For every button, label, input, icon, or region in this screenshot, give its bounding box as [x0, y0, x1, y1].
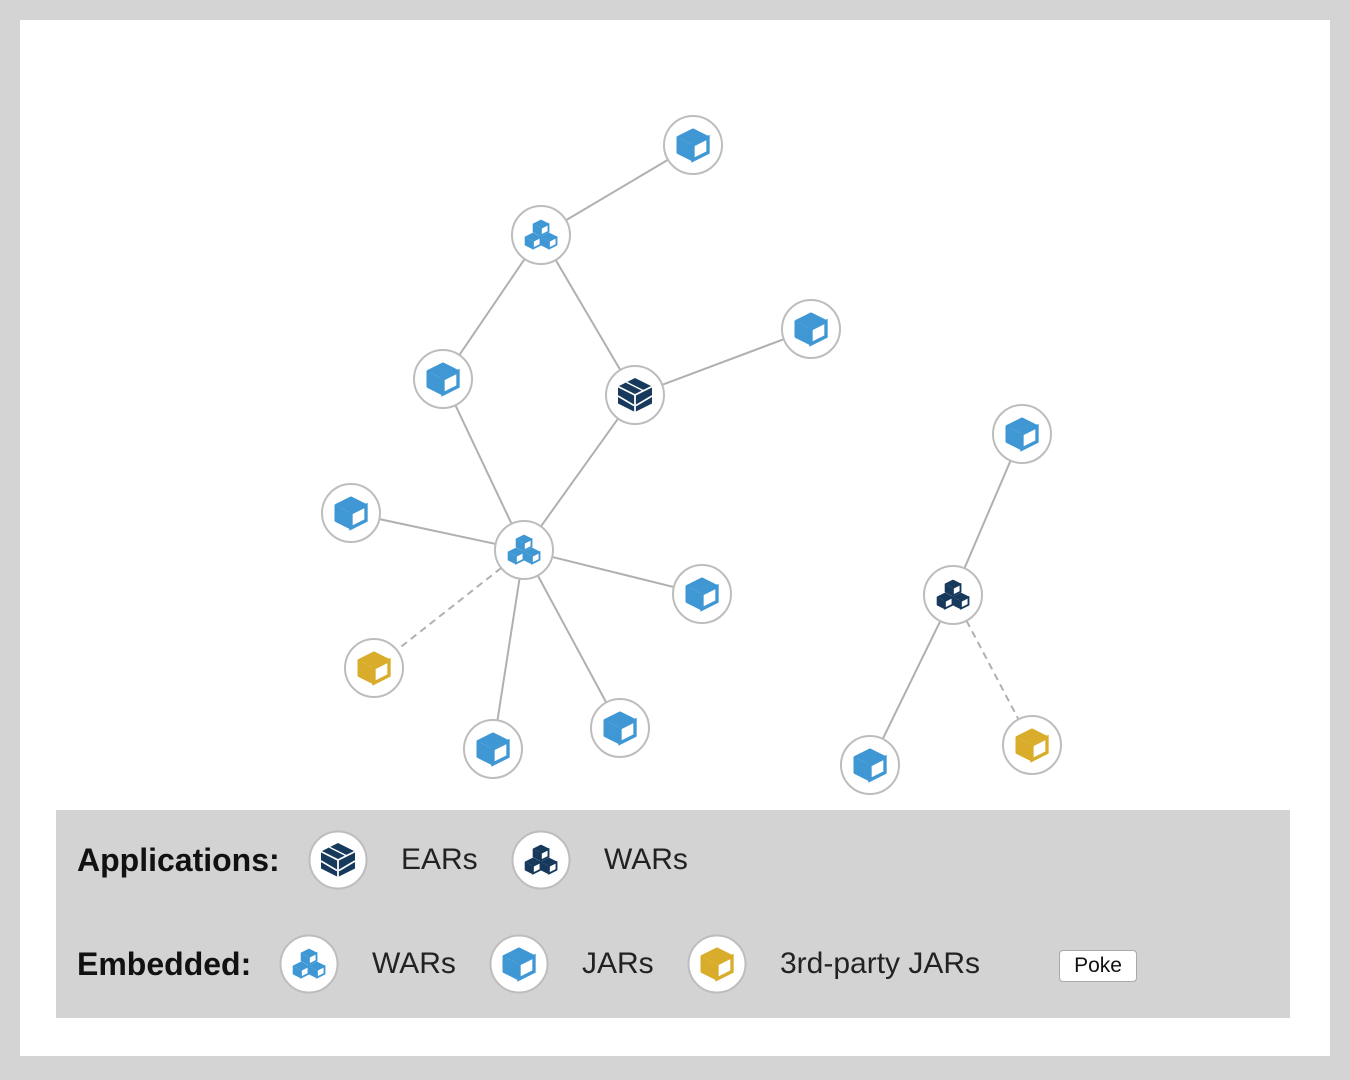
cubes-icon — [507, 534, 541, 565]
ear-legend-icon — [308, 830, 368, 890]
third-party-jar-legend-icon — [687, 934, 747, 994]
node-n6-jar[interactable] — [321, 483, 381, 543]
cube-icon — [1005, 417, 1039, 452]
link-n3-n7 — [454, 404, 513, 525]
link-n2-n4 — [554, 259, 622, 371]
legend-jar-label: JARs — [582, 947, 654, 980]
node-n1-jar[interactable] — [663, 115, 723, 175]
links-layer — [379, 158, 1020, 740]
poke-button[interactable]: Poke — [1059, 950, 1137, 982]
node-n2-embedded-war[interactable] — [511, 205, 571, 265]
node-n10-jar[interactable] — [463, 719, 523, 779]
link-n4-n5 — [661, 338, 785, 386]
embedded-war-legend-icon — [279, 934, 339, 994]
node-n15-third-party-jar[interactable] — [1002, 715, 1062, 775]
nodes-layer — [321, 115, 1062, 795]
link-n4-n7 — [540, 417, 619, 528]
legend-embedded-war-label: WARs — [372, 947, 456, 980]
application-war-legend-icon — [511, 830, 571, 890]
cube-icon — [676, 128, 710, 163]
node-n9-third-party-jar[interactable] — [344, 638, 404, 698]
cube-icon — [334, 496, 368, 531]
node-n11-jar[interactable] — [590, 698, 650, 758]
node-n4-ear[interactable] — [605, 365, 665, 425]
dependency-graph[interactable] — [20, 20, 1330, 810]
cubes-icon — [936, 579, 970, 610]
link-n7-n8 — [551, 555, 675, 589]
node-n5-jar[interactable] — [781, 299, 841, 359]
node-n3-jar[interactable] — [413, 349, 473, 409]
link-n13-n14 — [881, 620, 942, 740]
link-n2-n1 — [565, 158, 669, 222]
cube-icon — [794, 312, 828, 347]
cube-icon — [685, 577, 719, 612]
cube-icon — [603, 711, 637, 746]
ear-box-icon — [617, 378, 653, 412]
legend-applications-heading: Applications: — [77, 842, 280, 878]
link-n7-n11 — [536, 575, 608, 703]
node-n8-jar[interactable] — [672, 564, 732, 624]
link-n7-n9 — [396, 567, 502, 651]
legend-embedded-row: Embedded: WARs JARs 3rd-party JARs Poke — [56, 932, 1290, 996]
link-n13-n12 — [963, 460, 1012, 569]
cube-icon — [853, 748, 887, 783]
link-n7-n10 — [496, 578, 521, 721]
cube-icon — [357, 651, 391, 686]
link-n2-n3 — [458, 258, 526, 356]
legend-applications-row: Applications: EARs WARs — [56, 828, 1290, 892]
cube-icon — [1015, 728, 1049, 763]
legend-ear-label: EARs — [401, 843, 478, 876]
link-n13-n15 — [965, 620, 1020, 720]
cube-icon — [476, 732, 510, 767]
node-n12-jar[interactable] — [992, 404, 1052, 464]
node-n14-jar[interactable] — [840, 735, 900, 795]
link-n7-n6 — [379, 518, 496, 545]
cubes-icon — [524, 219, 558, 250]
legend-application-war-label: WARs — [604, 843, 688, 876]
node-n13-application-war[interactable] — [923, 565, 983, 625]
legend-embedded-heading: Embedded: — [77, 946, 252, 982]
jar-legend-icon — [489, 934, 549, 994]
legend-third-party-jar-label: 3rd-party JARs — [780, 947, 981, 980]
legend-panel: Applications: EARs WARs Embedded: WARs J… — [56, 810, 1290, 1018]
cube-icon — [426, 362, 460, 397]
node-n7-embedded-war[interactable] — [494, 520, 554, 580]
